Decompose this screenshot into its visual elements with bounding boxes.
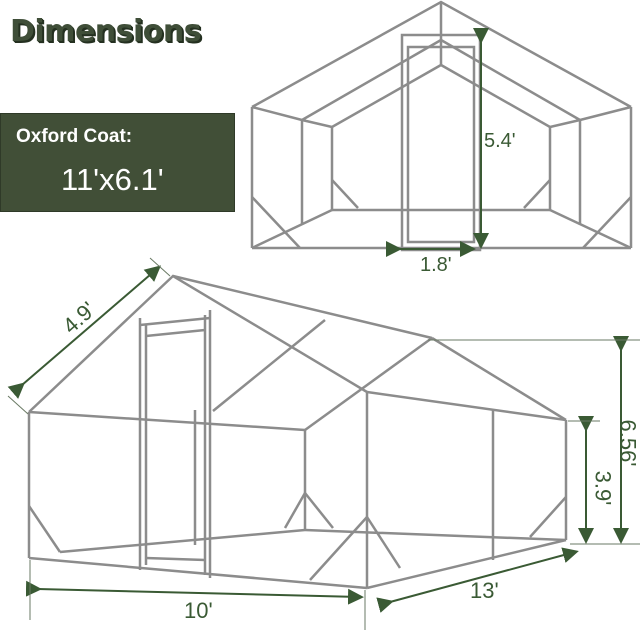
extension-lines bbox=[7, 257, 640, 630]
front-view-frame bbox=[250, 0, 633, 252]
perspective-dimension-arrows bbox=[7, 265, 629, 613]
peak-height-label: 6.56' bbox=[615, 419, 640, 467]
door-width-label: 1.8' bbox=[420, 254, 452, 276]
coat-value: 11'x6.1' bbox=[61, 162, 164, 197]
front-dimension-arrows bbox=[386, 28, 489, 257]
length-label: 13' bbox=[470, 578, 499, 603]
page-title: Dimensions bbox=[10, 14, 202, 49]
oxford-coat-badge: Oxford Coat: 11'x6.1' bbox=[0, 113, 235, 212]
side-height-label: 3.9' bbox=[590, 470, 616, 506]
coat-label: Oxford Coat: bbox=[16, 126, 133, 147]
width-label: 10' bbox=[184, 598, 213, 623]
perspective-view-frame bbox=[27, 274, 568, 590]
door-height-label: 5.4' bbox=[484, 130, 516, 152]
